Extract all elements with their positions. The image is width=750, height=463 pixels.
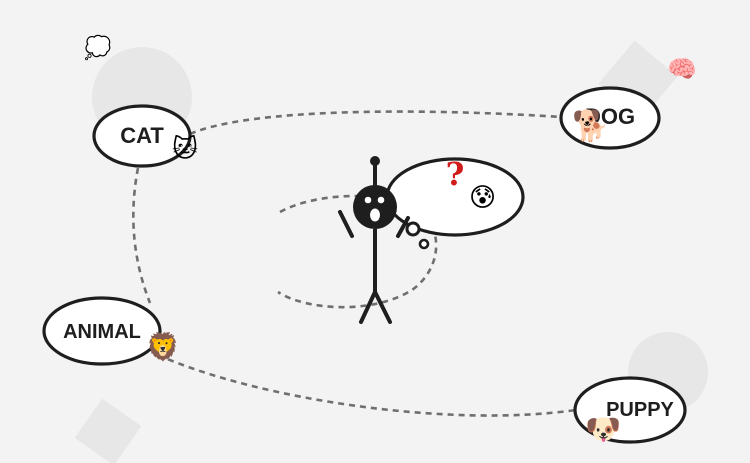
figure-head: [353, 185, 397, 229]
connector-animal-puppy: [157, 353, 577, 417]
node-animal[interactable]: [42, 296, 162, 366]
thought-bubble-dot-large: [405, 221, 421, 237]
figure-eye-left: [364, 196, 372, 204]
figure-mouth: [370, 208, 380, 222]
thought-cloud-icon: 💭: [84, 36, 112, 61]
question-mark: ?: [446, 155, 465, 193]
node-animal-label: ANIMAL: [63, 321, 141, 343]
dog-icon: 🐕: [572, 109, 610, 144]
anxious-face-icon: 😰: [469, 183, 497, 213]
node-puppy[interactable]: [573, 376, 687, 444]
puppy-icon: 🐶: [585, 412, 622, 446]
figure-eye-right: [377, 196, 385, 204]
node-puppy-label: PUPPY: [606, 399, 674, 421]
thought-bubble-dot-small: [418, 238, 430, 250]
stick-figure: [338, 156, 410, 324]
figure-arm-right: [396, 216, 410, 238]
connectors: [132, 110, 577, 417]
figure-leg-left: [359, 290, 377, 324]
bg-diamond-bottom-left: [74, 398, 142, 463]
figure-leg-right: [373, 290, 392, 324]
lion-icon: 🦁: [146, 332, 180, 363]
connector-cat-dog: [189, 110, 563, 136]
node-cat-label: CAT: [120, 123, 164, 148]
antenna-tip: [370, 156, 380, 166]
node-dog[interactable]: [559, 86, 661, 150]
figure-arm-left: [338, 210, 354, 238]
thought-bubble: ?: [385, 155, 525, 250]
node-cat[interactable]: [92, 104, 192, 168]
brain-icon: 🧠: [667, 55, 697, 83]
node-dog-label: DOG: [585, 104, 635, 129]
cat-icon: 🐱: [172, 134, 199, 163]
connector-cat-animal: [132, 167, 152, 304]
connector-orbit: [277, 194, 438, 309]
